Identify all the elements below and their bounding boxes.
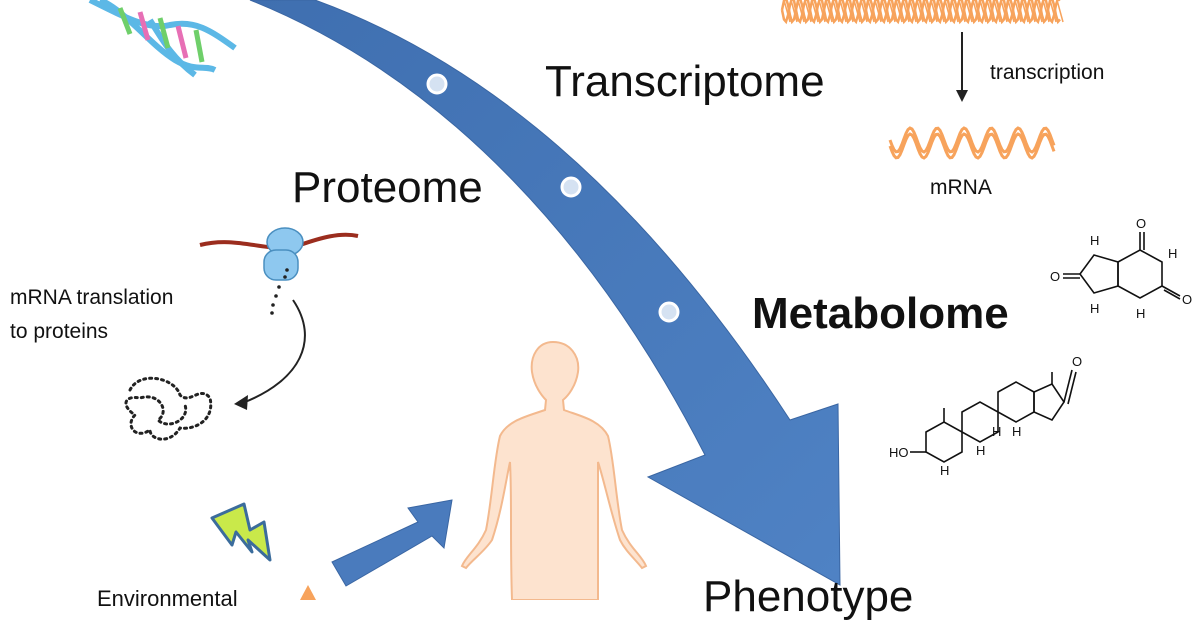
steroid-h-1: H [976,443,985,458]
uric-o-left: O [1050,269,1060,284]
lightning-icon [210,502,272,562]
dna-helix-icon [88,0,237,78]
metabolome-label: Metabolome [752,289,1009,338]
flow-dot-3 [658,301,680,323]
flow-dot-2 [560,176,582,198]
omics-diagram: O O O H H H H O HO H H H H [88,0,1192,600]
mrna-wave-icon [888,126,1056,160]
uric-h-4: H [1136,306,1145,321]
uric-h-1: H [1090,233,1099,248]
dna-strand-icon [780,0,1064,25]
environmental-label: Environmental [97,586,238,611]
flow-dot-1 [426,73,448,95]
uric-acid-molecule-icon: O O O H H H H [1050,216,1192,321]
steroid-h-4: H [940,463,949,478]
transcription-arrow [956,32,968,102]
translation-arrow [234,299,306,410]
uric-o-top: O [1136,216,1146,231]
transcriptome-label: Transcriptome [545,57,825,106]
ribosome-icon [199,227,359,315]
phenotype-label: Phenotype [703,572,914,621]
translation-label-line1: mRNA translation [10,286,174,309]
main-flow-arrow [249,0,841,586]
transcription-label: transcription [990,61,1105,84]
uric-h-3: H [1168,246,1177,261]
uric-h-2: H [1090,301,1099,316]
steroid-molecule-icon: O HO H H H H [889,354,1082,478]
translation-label-line2: to proteins [10,320,109,343]
steroid-o: O [1072,354,1082,369]
human-body-icon [460,340,648,600]
protein-chain-icon [124,376,213,441]
uric-o-right: O [1182,292,1192,307]
steroid-h-2: H [992,424,1001,439]
proteome-label: Proteome [292,163,483,212]
environment-arrow [331,499,453,587]
mrna-label: mRNA [930,176,992,199]
steroid-h-3: H [1012,424,1021,439]
steroid-ho: HO [889,445,909,460]
hazard-triangle-icon [300,585,316,600]
